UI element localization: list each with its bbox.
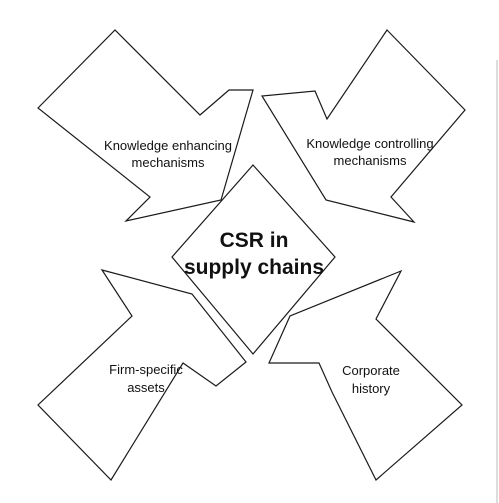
center-title-line1: CSR in bbox=[220, 229, 289, 252]
arrow-firm-specific bbox=[37, 269, 247, 481]
label-knowledge-controlling-line1: Knowledge controlling bbox=[306, 136, 433, 151]
label-firm-specific-line2: assets bbox=[127, 380, 165, 395]
label-knowledge-enhancing-line1: Knowledge enhancing bbox=[104, 138, 232, 153]
center-title-line2: supply chains bbox=[184, 256, 324, 279]
label-knowledge-controlling-line2: mechanisms bbox=[334, 153, 407, 168]
label-corporate-history-line2: history bbox=[352, 381, 391, 396]
arrow-knowledge-enhancing bbox=[37, 29, 254, 223]
label-firm-specific-line1: Firm-specific bbox=[109, 362, 183, 377]
center-diamond bbox=[171, 164, 336, 355]
arrow-knowledge-controlling bbox=[260, 29, 466, 224]
label-corporate-history-line1: Corporate bbox=[342, 363, 400, 378]
arrow-corporate-history bbox=[268, 269, 463, 481]
label-knowledge-enhancing-line2: mechanisms bbox=[132, 155, 205, 170]
